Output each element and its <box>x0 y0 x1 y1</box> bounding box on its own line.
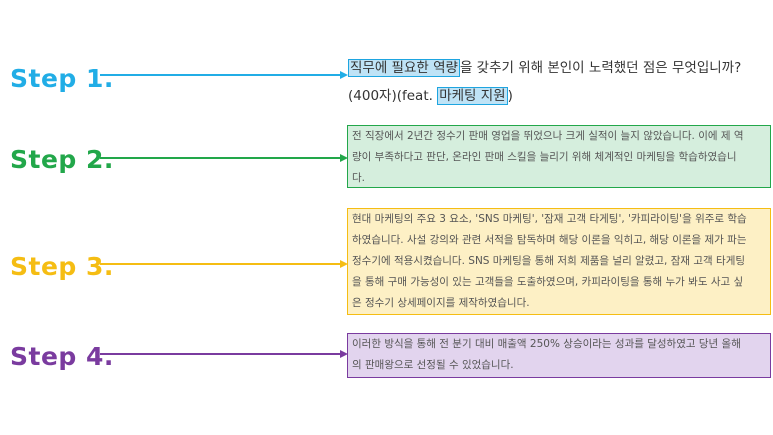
step-3-answer-box: 현대 마케팅의 주요 3 요소, 'SNS 마케팅', '잠재 고객 타게팅',… <box>347 208 771 315</box>
answer-line: 의 판매왕으로 선정될 수 있었습니다. <box>352 359 514 371</box>
step-4-arrow <box>100 350 348 358</box>
answer-line: 량이 부족하다고 판단, 온라인 판매 스킬을 늘리기 위해 체계적인 마케팅을… <box>352 151 737 163</box>
answer-line: 하였습니다. 사설 강의와 관련 서적을 탐독하며 해당 이론을 익히고, 해당… <box>352 234 747 246</box>
answer-line: 은 정수기 상세페이지를 제작하였습니다. <box>352 297 530 309</box>
step-3-arrow <box>100 260 348 268</box>
answer-line: 이러한 방식을 통해 전 분기 대비 매출액 250% 상승이라는 성과를 달성… <box>352 338 741 350</box>
answer-line: 전 직장에서 2년간 정수기 판매 영업을 뛰었으나 크게 실적이 늘지 않았습… <box>352 130 744 142</box>
step-2-arrow <box>100 154 348 162</box>
step-1-label: Step 1. <box>10 64 114 93</box>
question-highlight-1: 직무에 필요한 역량 <box>348 59 460 77</box>
question-prefix-2: (400자)(feat. <box>348 88 438 104</box>
step-4-label: Step 4. <box>10 342 114 371</box>
question-suffix-2: ) <box>507 88 513 104</box>
step-3-label: Step 3. <box>10 252 114 281</box>
step-4-answer-box: 이러한 방식을 통해 전 분기 대비 매출액 250% 상승이라는 성과를 달성… <box>347 333 771 378</box>
question-highlight-2: 마케팅 지원 <box>437 87 508 105</box>
question-text-1: 을 갖추기 위해 본인이 노력했던 점은 무엇입니까? <box>459 60 742 76</box>
answer-line: 다. <box>352 172 365 184</box>
step-1-arrow <box>100 71 348 79</box>
answer-line: 현대 마케팅의 주요 3 요소, 'SNS 마케팅', '잠재 고객 타게팅',… <box>352 213 747 225</box>
answer-line: 정수기에 적용시켰습니다. SNS 마케팅을 통해 저희 제품을 널리 알렸고,… <box>352 255 746 267</box>
answer-line: 을 통해 구매 가능성이 있는 고객들을 도출하였으며, 카피라이팅을 통해 누… <box>352 276 744 288</box>
question-line-2: (400자)(feat. 마케팅 지원) <box>348 85 513 107</box>
step-2-answer-box: 전 직장에서 2년간 정수기 판매 영업을 뛰었으나 크게 실적이 늘지 않았습… <box>347 125 771 188</box>
step-2-label: Step 2. <box>10 145 114 174</box>
